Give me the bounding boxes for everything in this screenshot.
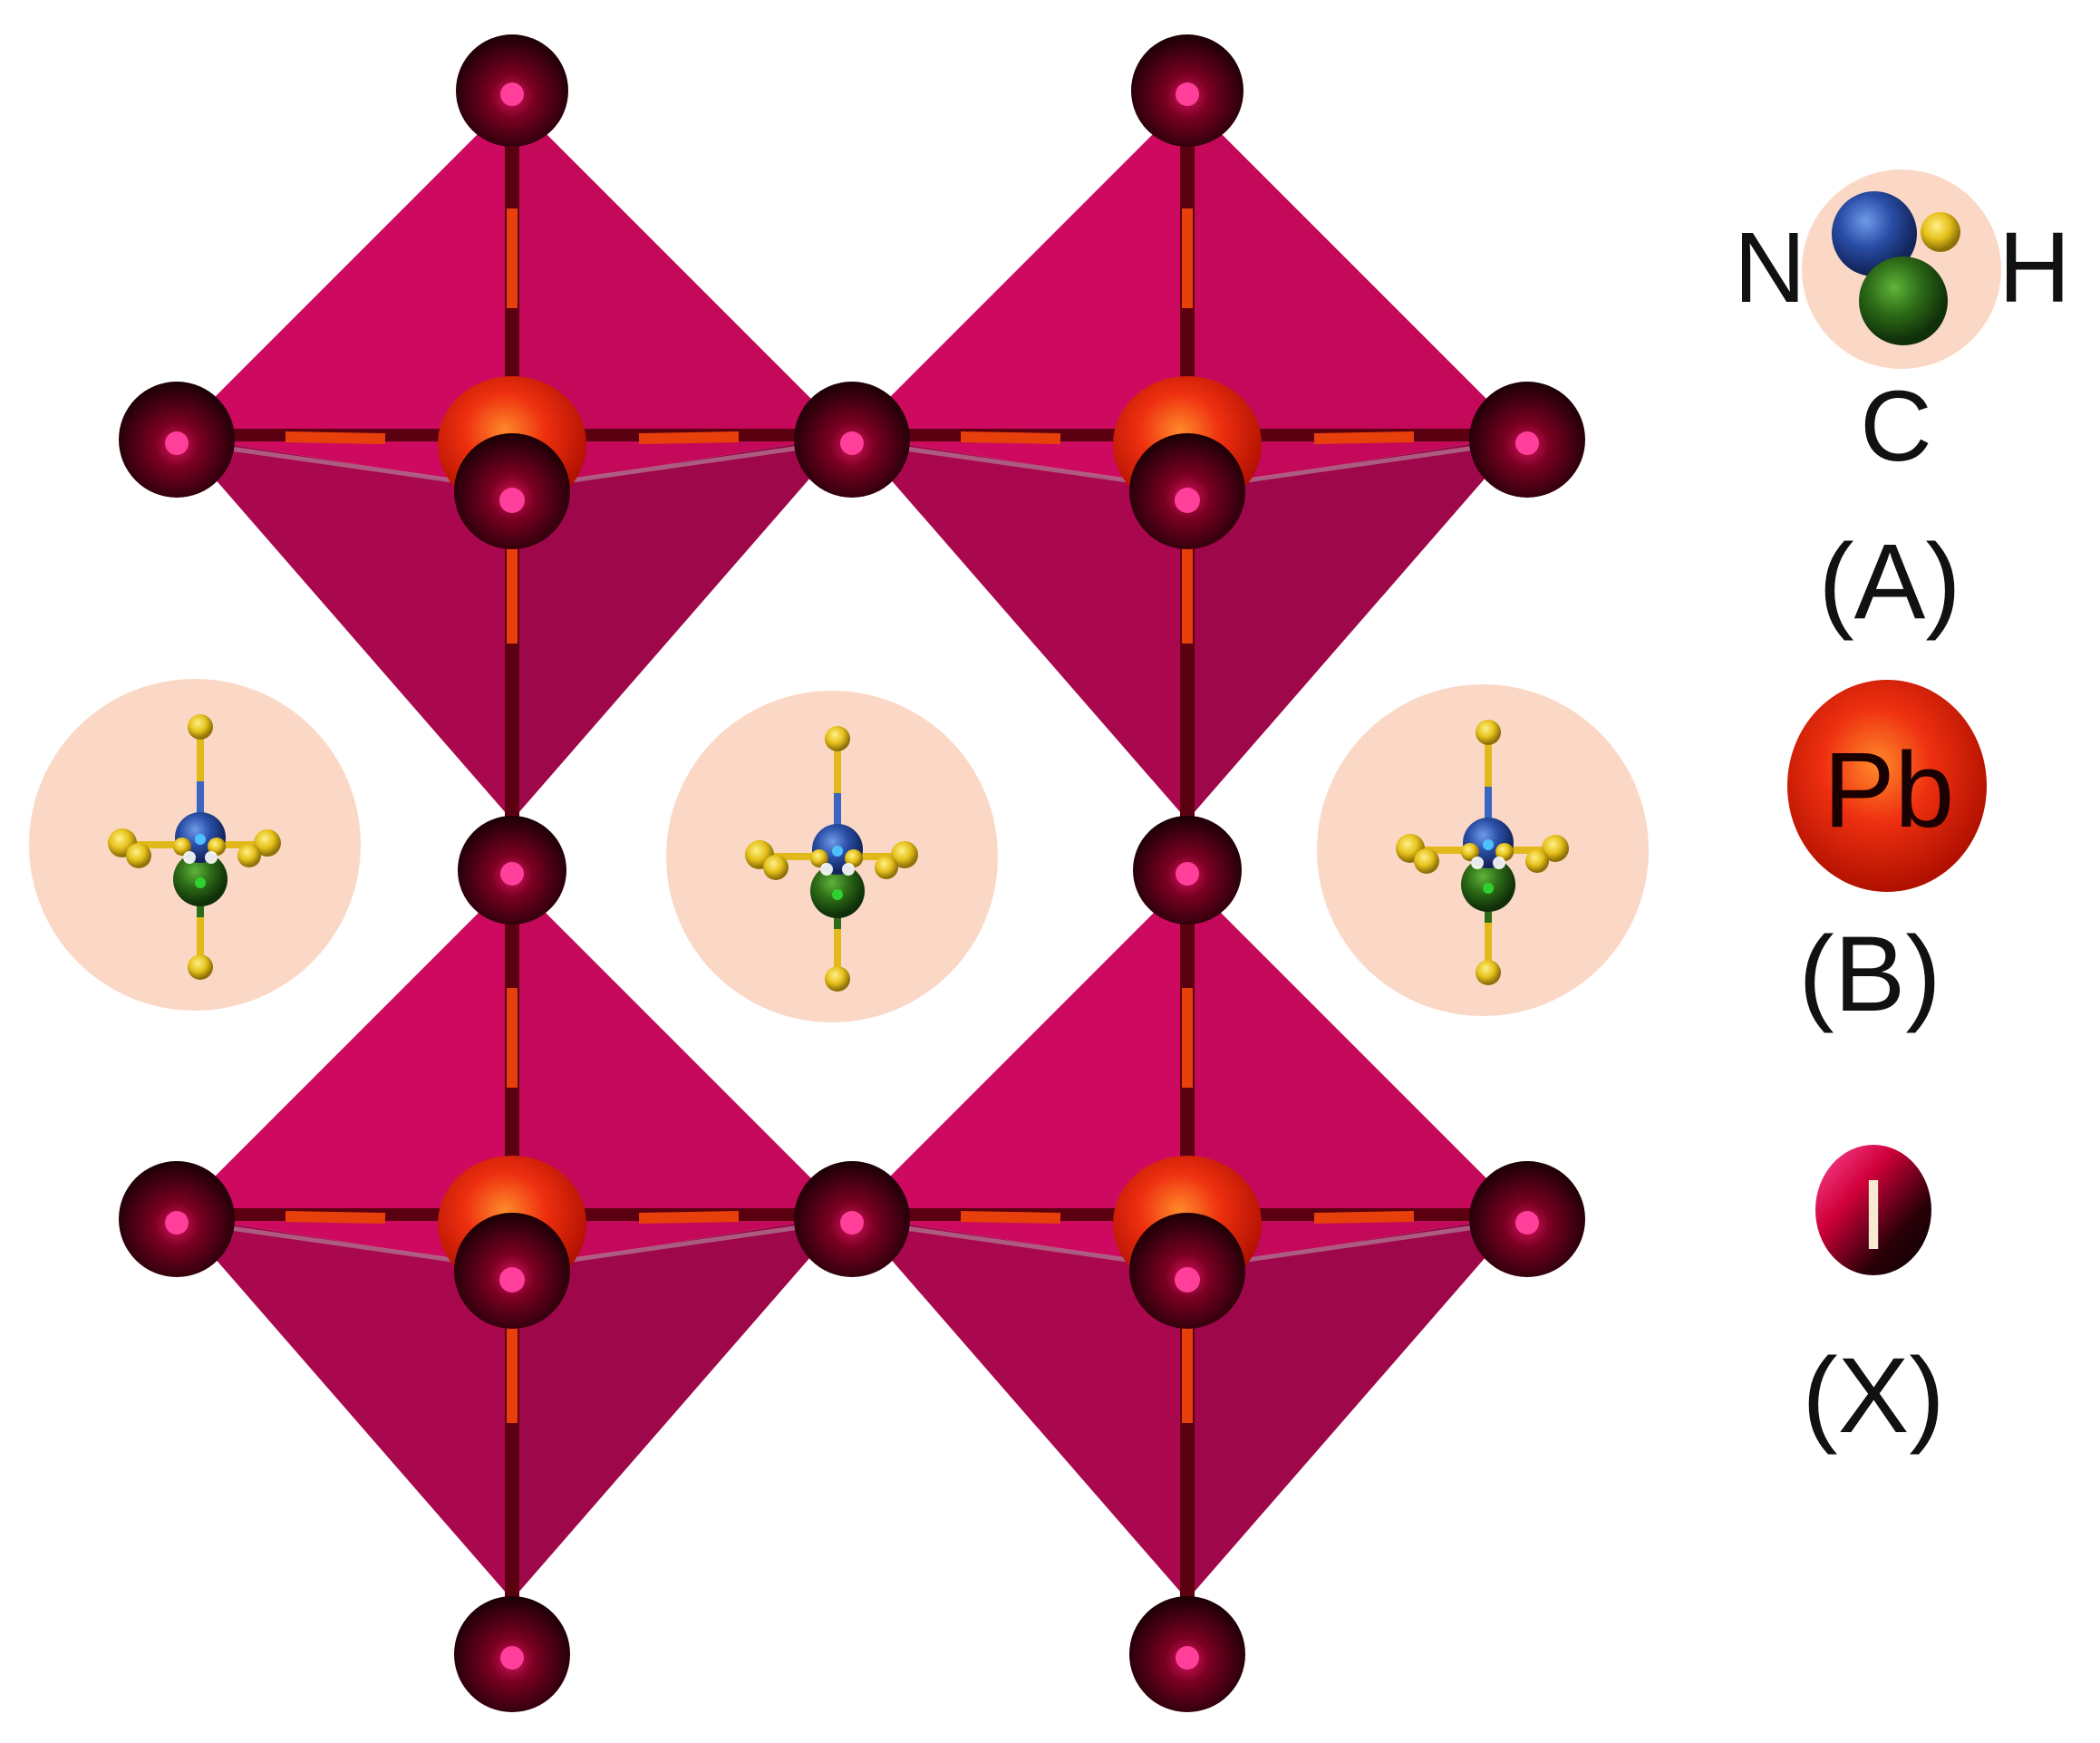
iodine-atom bbox=[1469, 1161, 1585, 1277]
legend-b-label: (B) bbox=[1798, 915, 1940, 1034]
iodine-atom bbox=[458, 816, 566, 925]
iodine-atom bbox=[119, 1161, 235, 1277]
legend-lead-symbol: Pb bbox=[1824, 731, 1954, 850]
iodine-atom bbox=[456, 34, 568, 147]
legend-x-label: (X) bbox=[1802, 1336, 1944, 1456]
iodine-atom bbox=[119, 382, 235, 498]
legend-a-label: (A) bbox=[1818, 522, 1960, 642]
iodine-atom bbox=[1129, 1596, 1245, 1712]
iodine-atom bbox=[1131, 34, 1244, 147]
iodine-atom bbox=[454, 1596, 570, 1712]
legend-a-site: N H C (A) bbox=[1734, 169, 2070, 642]
iodine-atom bbox=[1133, 816, 1242, 925]
iodine-atom bbox=[794, 1161, 910, 1277]
legend-carbon-label: C bbox=[1860, 371, 1931, 482]
iodine-atom bbox=[794, 382, 910, 498]
legend-iodine-symbol: I bbox=[1860, 1159, 1888, 1271]
a-site-cation-left bbox=[29, 679, 361, 1011]
legend-nitrogen-atom bbox=[1832, 191, 1917, 276]
legend-b-site: Pb (B) bbox=[1787, 680, 1987, 1034]
a-site-cation-center bbox=[666, 691, 998, 1022]
legend: N H C (A) Pb (B) I (X) bbox=[1734, 169, 2070, 1456]
legend-iodine-atom bbox=[1815, 1145, 1931, 1275]
legend-x-site: I (X) bbox=[1802, 1145, 1945, 1456]
a-site-cation-right bbox=[1317, 684, 1649, 1016]
legend-hydrogen-atom bbox=[1921, 212, 1960, 252]
iodine-atom bbox=[1469, 382, 1585, 498]
legend-lead-atom bbox=[1787, 680, 1987, 892]
legend-nitrogen-label: N bbox=[1734, 212, 1805, 324]
iodine-atoms bbox=[119, 34, 1585, 1712]
legend-hydrogen-label: H bbox=[1998, 212, 2070, 324]
legend-carbon-atom bbox=[1859, 257, 1948, 345]
